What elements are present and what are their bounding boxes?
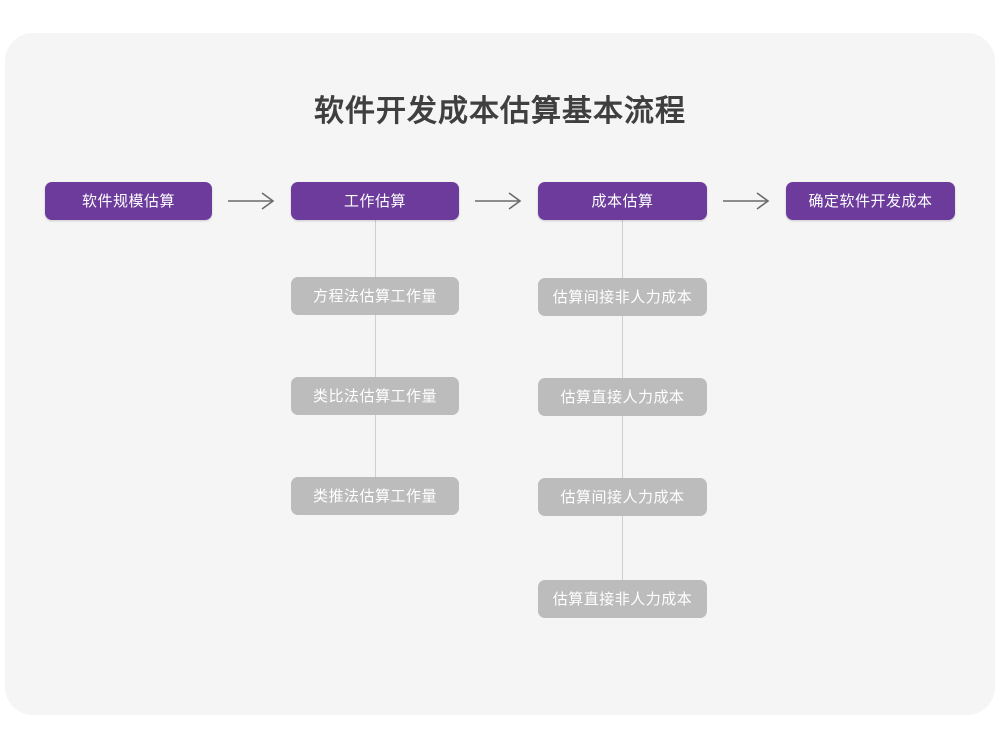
stage-node-effort-estimation[interactable]: 工作估算 <box>291 182 459 220</box>
stage-node-label: 工作估算 <box>343 192 406 210</box>
substage-node-label: 类推法估算工作量 <box>312 487 437 505</box>
substage-node-label: 估算间接人力成本 <box>560 488 685 506</box>
substage-node-label: 估算直接人力成本 <box>560 388 685 406</box>
diagram-card <box>5 33 995 715</box>
substage-node-label: 估算直接非人力成本 <box>552 590 693 608</box>
substage-node-label: 类比法估算工作量 <box>312 387 437 405</box>
substage-node-direct-labor-cost[interactable]: 估算直接人力成本 <box>538 378 707 416</box>
substage-node-equation-method-effort[interactable]: 方程法估算工作量 <box>291 277 459 315</box>
stage-node-cost-estimation[interactable]: 成本估算 <box>538 182 707 220</box>
right-arrow-icon <box>228 192 275 210</box>
substage-node-analogical-method-effort[interactable]: 类推法估算工作量 <box>291 477 459 515</box>
substage-node-indirect-labor-cost[interactable]: 估算间接人力成本 <box>538 478 707 516</box>
stage-node-label: 成本估算 <box>591 192 654 210</box>
right-arrow-icon <box>475 192 522 210</box>
right-arrow-icon <box>723 192 770 210</box>
substage-node-label: 估算间接非人力成本 <box>552 288 693 306</box>
stage-node-label: 软件规模估算 <box>81 192 175 210</box>
stage-node-final-development-cost[interactable]: 确定软件开发成本 <box>786 182 955 220</box>
stage-node-label: 确定软件开发成本 <box>808 192 933 210</box>
page-title: 软件开发成本估算基本流程 <box>314 95 686 128</box>
substage-node-indirect-nonlabor-cost[interactable]: 估算间接非人力成本 <box>538 278 707 316</box>
connector-spine-stage-2 <box>375 220 376 500</box>
substage-node-analogy-method-effort[interactable]: 类比法估算工作量 <box>291 377 459 415</box>
stage-node-software-scale-estimation[interactable]: 软件规模估算 <box>45 182 212 220</box>
substage-node-direct-nonlabor-cost[interactable]: 估算直接非人力成本 <box>538 580 707 618</box>
substage-node-label: 方程法估算工作量 <box>312 287 437 305</box>
